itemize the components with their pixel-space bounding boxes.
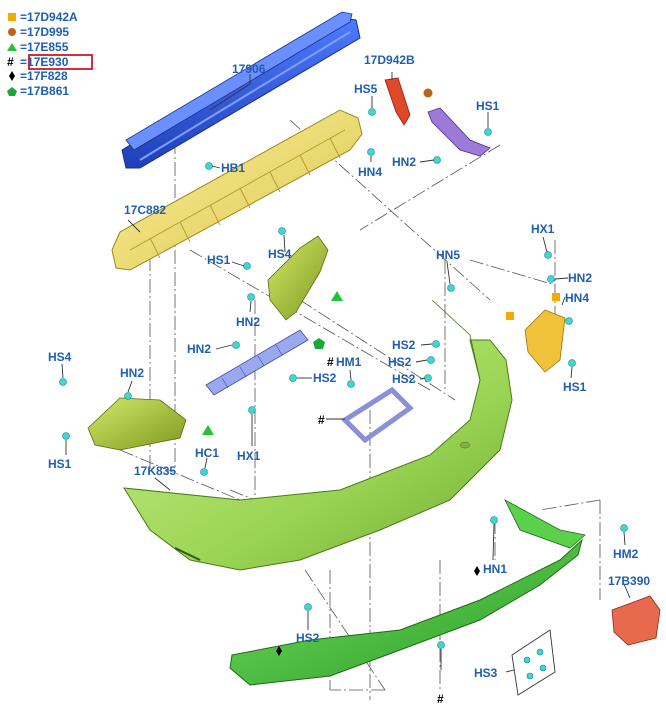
part-17b390-plate[interactable] (611, 595, 661, 646)
part-17d942b-bracket[interactable] (384, 77, 411, 126)
purple-bracket[interactable] (427, 107, 491, 157)
legend-highlight-box (28, 54, 93, 70)
hs3-inset (511, 629, 556, 696)
label-17d942b[interactable]: 17D942B (364, 53, 415, 67)
diamond-marker-1 (276, 646, 282, 656)
legend-item-2: =17D995 (20, 25, 69, 39)
label-hn2-left[interactable]: HN2 (120, 366, 144, 380)
part-17c882-absorber[interactable] (111, 109, 363, 271)
label-hm1[interactable]: HM1 (336, 355, 362, 369)
label-hs2-c[interactable]: HS2 (392, 372, 416, 386)
yellow-bracket-right[interactable] (524, 309, 566, 373)
hash-marker-frame: # (318, 413, 325, 427)
label-hs1-top[interactable]: HS1 (476, 99, 500, 113)
square-marker (506, 312, 514, 320)
hash-marker-bottom: # (437, 692, 444, 706)
label-hm2[interactable]: HM2 (613, 547, 639, 561)
label-hs2-a[interactable]: HS2 (392, 338, 416, 352)
square-marker-2 (552, 293, 560, 301)
label-hs1-left[interactable]: HS1 (48, 457, 72, 471)
diamond-marker-2 (474, 566, 480, 576)
part-17906-beam[interactable] (121, 11, 361, 169)
legend-triangle-icon (7, 43, 17, 51)
callouts: 17906 17D942B HS5 HS1 HB1 HN4 HN2 17C882… (48, 53, 650, 706)
legend-square-icon (8, 13, 16, 21)
label-hs2-center[interactable]: HS2 (313, 371, 337, 385)
label-hs1-mid[interactable]: HS1 (207, 253, 231, 267)
legend-hash-icon: # (7, 55, 14, 69)
legend-item-4: =17E930 (20, 55, 69, 69)
label-17b390[interactable]: 17B390 (608, 574, 650, 588)
label-hn2-mid[interactable]: HN2 (236, 315, 260, 329)
label-hs5[interactable]: HS5 (354, 82, 378, 96)
label-hs4-left[interactable]: HS4 (48, 350, 72, 364)
hm1-frame[interactable] (341, 386, 414, 444)
lower-valance[interactable] (229, 499, 586, 686)
legend-item-1: =17D942A (20, 10, 78, 24)
legend-item-3: =17E855 (20, 40, 69, 54)
label-hb1[interactable]: HB1 (221, 161, 245, 175)
label-hn5[interactable]: HN5 (436, 248, 460, 262)
circle-marker (423, 88, 433, 98)
label-hs2-b[interactable]: HS2 (388, 355, 412, 369)
label-hx1-right[interactable]: HX1 (531, 222, 555, 236)
part-17k835-bumper-cover[interactable] (123, 299, 513, 571)
label-17k835[interactable]: 17K835 (134, 464, 176, 478)
hash-marker-hm1: # (327, 355, 334, 369)
label-17906[interactable]: 17906 (232, 62, 266, 76)
label-hs1-right[interactable]: HS1 (563, 380, 587, 394)
label-hc1[interactable]: HC1 (195, 446, 219, 460)
legend-circle-icon (8, 28, 16, 36)
label-hs2-bottom[interactable]: HS2 (296, 631, 320, 645)
label-hn4-right[interactable]: HN4 (565, 291, 589, 305)
label-hs3[interactable]: HS3 (474, 666, 498, 680)
leaders (61, 72, 631, 673)
legend-diamond-icon (9, 71, 15, 81)
label-hs4-mid[interactable]: HS4 (268, 247, 292, 261)
label-hn2-top[interactable]: HN2 (392, 155, 416, 169)
olive-bracket-center[interactable] (267, 235, 329, 321)
legend-item-6: =17B861 (20, 84, 69, 98)
label-hn1[interactable]: HN1 (483, 562, 507, 576)
label-hx1-center[interactable]: HX1 (237, 449, 261, 463)
blue-lattice-bracket[interactable] (205, 329, 309, 396)
olive-bracket-left[interactable] (87, 397, 187, 451)
clips (59, 108, 628, 649)
legend-pentagon-icon (7, 87, 17, 96)
legend-item-5: =17F828 (20, 69, 68, 83)
pentagon-marker (313, 338, 325, 349)
label-hn4-top[interactable]: HN4 (358, 165, 382, 179)
label-hn2-right[interactable]: HN2 (568, 271, 592, 285)
legend: =17D942A =17D995 =17E855 # =17E930 =17F8… (7, 10, 93, 98)
label-hn2-center[interactable]: HN2 (187, 342, 211, 356)
triangle-marker-1 (331, 291, 343, 301)
triangle-marker-2 (202, 425, 214, 435)
label-17c882[interactable]: 17C882 (124, 203, 166, 217)
